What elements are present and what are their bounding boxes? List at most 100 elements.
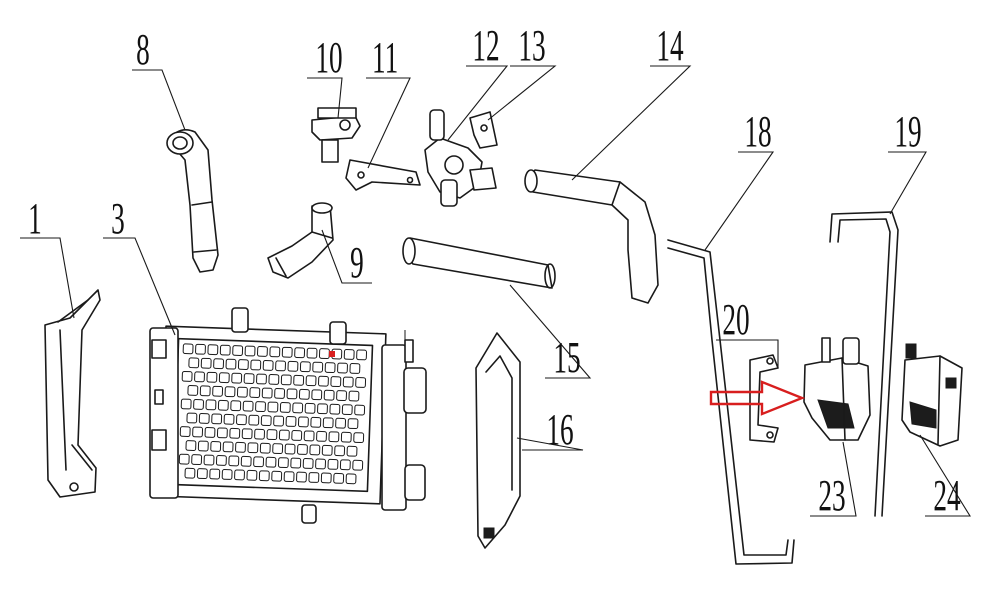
radiator-cell bbox=[279, 402, 291, 413]
radiator-cell bbox=[290, 457, 302, 469]
radiator-cell bbox=[265, 456, 277, 468]
radiator-cell bbox=[181, 370, 193, 382]
radiator-cell bbox=[188, 357, 200, 369]
radiator-cell bbox=[296, 471, 307, 483]
radiator-cell bbox=[355, 377, 367, 388]
radiator-cell bbox=[271, 470, 283, 482]
radiator-cell bbox=[255, 401, 266, 413]
callout-13: 13 bbox=[518, 20, 545, 69]
callout-15: 15 bbox=[553, 332, 580, 381]
radiator-cell bbox=[221, 469, 233, 480]
radiator-cell bbox=[306, 347, 318, 359]
callout-1: 1 bbox=[28, 193, 42, 242]
radiator-cell bbox=[206, 371, 218, 383]
radiator-cell bbox=[339, 459, 351, 471]
radiator-cell bbox=[323, 389, 335, 401]
radiator-cell bbox=[297, 444, 308, 455]
radiator-cell bbox=[197, 440, 209, 452]
highlight-arrow bbox=[709, 380, 806, 416]
radiator-cell bbox=[229, 427, 241, 439]
radiator-cell bbox=[231, 372, 243, 384]
radiator-cell bbox=[305, 375, 317, 387]
radiator-cell bbox=[240, 455, 252, 467]
radiator-cell bbox=[224, 386, 236, 398]
callout-19: 19 bbox=[894, 106, 921, 155]
radiator-cell bbox=[258, 470, 270, 482]
radiator-cell bbox=[247, 442, 259, 454]
radiator-cell bbox=[303, 430, 315, 442]
radiator-cell bbox=[278, 429, 290, 441]
radiator-cell bbox=[235, 441, 246, 453]
callout-9: 9 bbox=[350, 237, 364, 286]
radiator-cell bbox=[318, 375, 329, 387]
radiator-cell bbox=[298, 388, 310, 400]
radiator-cell bbox=[209, 468, 221, 480]
radiator-cell bbox=[207, 344, 219, 356]
radiator-cell bbox=[237, 359, 249, 370]
part-1-side-cover bbox=[44, 289, 101, 498]
radiator-cell bbox=[335, 417, 347, 429]
radiator-cell bbox=[236, 414, 247, 426]
radiator-cell bbox=[347, 418, 359, 430]
radiator-cell bbox=[253, 456, 265, 468]
radiator-cell bbox=[354, 404, 366, 416]
callout-10: 10 bbox=[315, 32, 342, 81]
radiator-cell bbox=[200, 357, 212, 369]
radiator-cell bbox=[204, 427, 216, 438]
radiator-cell bbox=[327, 458, 339, 470]
radiator-cell bbox=[182, 343, 194, 355]
radiator-cell bbox=[222, 441, 234, 453]
radiator-cell bbox=[234, 469, 245, 481]
radiator-cell bbox=[242, 400, 254, 412]
radiator-cell bbox=[353, 432, 365, 444]
radiator-cell bbox=[262, 360, 274, 371]
radiator-cell bbox=[311, 389, 323, 401]
radiator-cell bbox=[225, 358, 237, 370]
part-16-side-cover bbox=[475, 332, 521, 549]
radiator-cell bbox=[281, 346, 293, 358]
radiator-cell bbox=[292, 402, 304, 414]
radiator-cell bbox=[254, 428, 265, 440]
radiator-cell bbox=[343, 349, 355, 360]
radiator-cell bbox=[210, 441, 222, 452]
radiator-cell bbox=[322, 417, 334, 429]
radiator-cell bbox=[352, 459, 364, 471]
radiator-cell bbox=[312, 361, 324, 373]
highlight-dot bbox=[329, 351, 335, 357]
radiator-cell bbox=[273, 415, 285, 427]
radiator-cell bbox=[205, 399, 217, 411]
leader-lines bbox=[20, 65, 971, 517]
radiator-cell bbox=[260, 415, 272, 427]
part-19-tube bbox=[829, 211, 899, 517]
radiator-cell bbox=[192, 426, 204, 438]
radiator-cell bbox=[187, 384, 199, 396]
radiator-cell bbox=[356, 349, 368, 361]
radiator-cell bbox=[341, 404, 353, 416]
part-14-hose bbox=[524, 169, 659, 304]
callout-23: 23 bbox=[818, 470, 845, 519]
callout-18: 18 bbox=[744, 106, 771, 155]
radiator-cell bbox=[297, 416, 309, 428]
radiator-cell bbox=[223, 413, 235, 425]
radiator-cell bbox=[186, 412, 198, 424]
radiator-cell bbox=[249, 387, 261, 399]
radiator-cell bbox=[321, 444, 333, 456]
radiator-cell bbox=[285, 416, 297, 427]
radiator-cell bbox=[317, 403, 328, 415]
part-9-elbow-hose bbox=[267, 202, 334, 279]
radiator-cell bbox=[184, 467, 196, 479]
radiator-cell bbox=[212, 385, 224, 397]
radiator-cell bbox=[266, 429, 278, 441]
radiator-cell bbox=[269, 346, 281, 358]
radiator-cell bbox=[194, 371, 205, 383]
part-3-radiator bbox=[149, 307, 427, 524]
radiator-cell bbox=[250, 359, 262, 371]
part-15-hose bbox=[402, 237, 556, 289]
radiator-cell bbox=[232, 345, 244, 356]
radiator-cell bbox=[217, 399, 229, 411]
callout-8: 8 bbox=[136, 24, 150, 73]
radiator-cell bbox=[185, 440, 197, 452]
radiator-cell bbox=[228, 455, 240, 467]
